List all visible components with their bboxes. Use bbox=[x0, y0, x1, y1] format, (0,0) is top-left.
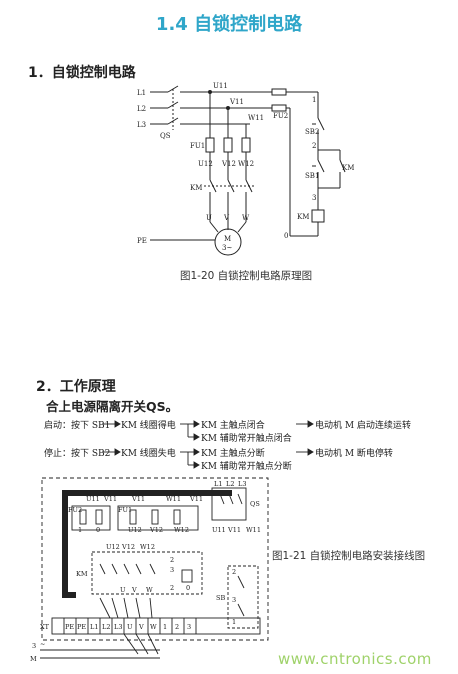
wiring-terminal-pe-1: PE bbox=[65, 623, 74, 631]
flow-start-label: 启动：按下 SB1 bbox=[44, 421, 111, 431]
label-sb2: SB2 bbox=[305, 128, 319, 136]
label-w11: W11 bbox=[248, 114, 264, 122]
wiring-label-c0-b: 0 bbox=[186, 584, 190, 592]
wiring-terminal-u: U bbox=[127, 623, 133, 631]
wiring-label-v11-b: V11 bbox=[131, 495, 145, 503]
wiring-label-l3: L3 bbox=[238, 480, 246, 488]
wiring-label-l2: L2 bbox=[226, 480, 234, 488]
wiring-label-v: V bbox=[131, 586, 137, 594]
label-w12: W12 bbox=[238, 160, 254, 168]
label-l2: L2 bbox=[137, 105, 146, 113]
wiring-label-s1: 1 bbox=[232, 618, 236, 626]
wiring-label-fu2: FU2 bbox=[68, 506, 82, 514]
wiring-label-w: W bbox=[146, 586, 153, 594]
wiring-label-w11-b: W11 bbox=[246, 526, 261, 534]
flow-stop-branch-aux: KM 辅助常开触点分断 bbox=[201, 462, 292, 472]
section-heading-circuit: 1．自锁控制电路 bbox=[28, 65, 136, 81]
page-title: 1.4 自锁控制电路 bbox=[155, 14, 303, 35]
wiring-label-v11-d: V11 bbox=[227, 526, 241, 534]
wiring-label-v12: V12 bbox=[149, 526, 163, 534]
label-l1: L1 bbox=[137, 89, 146, 97]
wiring-terminal-1: 1 bbox=[163, 623, 167, 631]
label-v: V bbox=[223, 214, 230, 222]
section-heading-principle: 2．工作原理 bbox=[36, 379, 116, 395]
label-w: W bbox=[242, 214, 250, 222]
wiring-label-km: KM bbox=[76, 570, 88, 578]
wiring-label-u12: U12 bbox=[128, 526, 142, 534]
watermark: www.cntronics.com bbox=[278, 650, 432, 668]
label-node-0: 0 bbox=[284, 232, 288, 240]
flow-stop-branch-main: KM 主触点分断 bbox=[201, 449, 265, 459]
wiring-label-v11: V11 bbox=[103, 495, 117, 503]
wiring-label-w12: W12 bbox=[174, 526, 189, 534]
label-node-1: 1 bbox=[312, 96, 316, 104]
label-motor-phase: 3~ bbox=[222, 244, 232, 252]
flow-stop-result: 电动机 M 断电停转 bbox=[315, 449, 393, 459]
label-node-3: 3 bbox=[312, 194, 316, 202]
label-sb1: SB1 bbox=[305, 172, 319, 180]
wiring-terminal-l1: L1 bbox=[90, 623, 98, 631]
label-u: U bbox=[206, 214, 212, 222]
wiring-label-w12-b: W12 bbox=[140, 543, 155, 551]
wiring-label-v12-b: V12 bbox=[121, 543, 135, 551]
label-node-2: 2 bbox=[312, 142, 316, 150]
label-fu1: FU1 bbox=[190, 142, 205, 150]
wiring-label-c0: 0 bbox=[96, 526, 100, 534]
figure-caption-wiring: 图1-21 自锁控制电路安装接线图 bbox=[272, 550, 426, 562]
label-km-main: KM bbox=[190, 184, 202, 192]
wiring-terminal-l2: L2 bbox=[102, 623, 110, 631]
flow-start-step: KM 线圈得电 bbox=[121, 421, 176, 431]
wiring-label-tilde: ~ bbox=[40, 640, 45, 648]
label-km-aux: KM bbox=[342, 164, 354, 172]
flow-stop-label: 停止：按下 SB2 bbox=[44, 449, 111, 459]
wiring-label-l1: L1 bbox=[214, 480, 222, 488]
label-qs: QS bbox=[160, 132, 171, 140]
wiring-label-s3: 3 bbox=[232, 596, 236, 604]
wiring-label-u12-b: U12 bbox=[106, 543, 120, 551]
wiring-label-u11-b: U11 bbox=[212, 526, 226, 534]
label-l3: L3 bbox=[137, 121, 146, 129]
wiring-label-w11: W11 bbox=[166, 495, 181, 503]
wiring-terminal-2: 2 bbox=[175, 623, 179, 631]
label-pe: PE bbox=[137, 237, 147, 245]
wiring-terminal-pe-2: PE bbox=[77, 623, 86, 631]
wiring-label-c3: 3 bbox=[170, 566, 174, 574]
flow-start-branch-main: KM 主触点闭合 bbox=[201, 421, 265, 431]
label-km-coil: KM bbox=[297, 213, 309, 221]
label-v11: V11 bbox=[229, 98, 244, 106]
flow-start-branch-aux: KM 辅助常开触点闭合 bbox=[201, 434, 292, 444]
wiring-terminal-3: 3 bbox=[187, 623, 191, 631]
label-u11: U11 bbox=[213, 82, 228, 90]
flow-stop-step: KM 线圈失电 bbox=[121, 449, 176, 459]
wiring-label-v11-c: V11 bbox=[189, 495, 203, 503]
wiring-label-xt: XT bbox=[40, 623, 50, 631]
label-motor: M bbox=[224, 235, 231, 243]
wiring-label-c2: 2 bbox=[170, 556, 174, 564]
wiring-label-c2-b: 2 bbox=[170, 584, 174, 592]
wiring-label-c1: 1 bbox=[78, 526, 82, 534]
wiring-label-u: U bbox=[120, 586, 126, 594]
wiring-label-three: 3 bbox=[32, 642, 36, 650]
wiring-label-sb: SB bbox=[216, 594, 225, 602]
wiring-label-s2: 2 bbox=[232, 568, 236, 576]
label-u12: U12 bbox=[198, 160, 213, 168]
wiring-label-qs: QS bbox=[250, 500, 260, 508]
flow-start-result: 电动机 M 启动连续运转 bbox=[315, 421, 411, 431]
wiring-terminal-w: W bbox=[150, 623, 157, 631]
schematic-diagram: L1 L2 L3 QS U11 V11 W11 FU1 FU2 U12 V12 … bbox=[137, 82, 354, 256]
wiring-label-fu1: FU1 bbox=[118, 506, 132, 514]
label-v12: V12 bbox=[221, 160, 236, 168]
wiring-label-u11: U11 bbox=[86, 495, 100, 503]
wiring-terminal-v: V bbox=[138, 623, 144, 631]
label-fu2: FU2 bbox=[273, 112, 288, 120]
wiring-terminal-l3: L3 bbox=[114, 623, 122, 631]
intro-text: 合上电源隔离开关QS。 bbox=[46, 399, 179, 414]
wiring-label-motor: M bbox=[30, 655, 37, 663]
figure-caption-schematic: 图1-20 自锁控制电路原理图 bbox=[180, 270, 313, 282]
